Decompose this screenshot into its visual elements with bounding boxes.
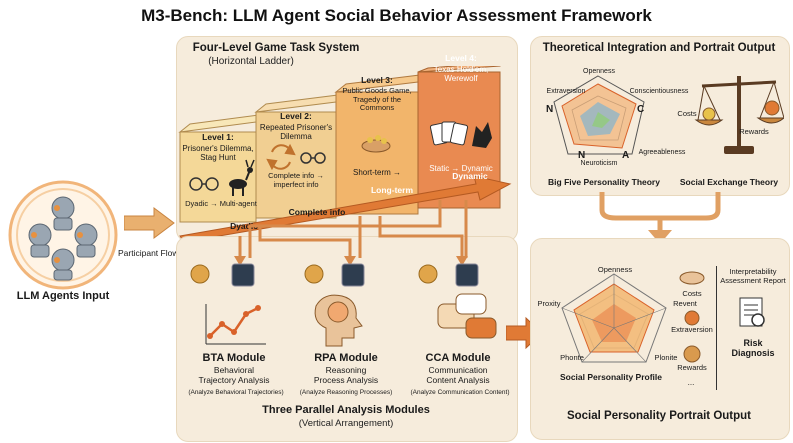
level-3-name: Public Goods Game, Tragedy of the Common… — [342, 86, 412, 113]
cards-icon — [429, 121, 469, 146]
page-title: M3-Bench: LLM Agent Social Behavior Asse… — [141, 6, 652, 25]
arrow-label-dynamic: Dynamic — [452, 171, 488, 181]
modules-subtitle: (Vertical Arrangement) — [298, 418, 394, 429]
side-extraversion: Extraversion — [671, 325, 713, 334]
profile-caption: Social Personality Profile — [559, 372, 663, 382]
report-title: Interpretability Assessment Report — [720, 267, 786, 285]
bta-module-note: (Analyze Behavioral Trajectories) — [188, 389, 284, 396]
brain-head-icon — [314, 294, 363, 347]
trait-agreeableness: Agreeableness — [638, 149, 686, 156]
participant-flow-arrow — [124, 207, 175, 239]
person-icon — [684, 310, 700, 326]
wolf-icon — [472, 122, 492, 148]
profile-axis-revent: Revent — [673, 299, 697, 308]
cca-module-desc: Communication Content Analysis — [426, 365, 490, 385]
arrow-label-complete-info: Complete info — [288, 207, 346, 217]
level-4-heading: Level 4: — [445, 53, 477, 63]
big-five-radar — [553, 75, 645, 155]
rpa-module-desc: Reasoning Process Analysis — [313, 365, 379, 385]
level-3-tag: Short-term → — [352, 168, 401, 177]
level-3-block — [334, 73, 430, 215]
participant-flow-label: Participant Flow — [118, 248, 179, 258]
letter-n-bottom: N — [578, 150, 586, 161]
theory-to-portrait-arrows — [599, 192, 721, 244]
document-icon — [739, 297, 765, 327]
game-system-title: Four-Level Game Task System — [192, 42, 360, 54]
level-1-block — [178, 113, 268, 223]
chip-icon — [231, 263, 479, 287]
letter-c: C — [637, 104, 645, 115]
theory-title: Theoretical Integration and Portrait Out… — [542, 42, 776, 54]
agents-input-label: LLM Agents Input — [16, 290, 110, 302]
arrow-label-long-term: Long-term — [370, 185, 414, 195]
rpa-module-name: RPA Module — [314, 352, 378, 364]
report-divider — [716, 266, 717, 390]
side-icons — [679, 271, 705, 363]
side-ellipsis: ... — [687, 378, 695, 387]
level-1-name: Prisoner's Dilemma, Stag Hunt — [182, 144, 254, 163]
portrait-title: Social Personality Portrait Output — [566, 410, 752, 422]
scale-icon — [694, 76, 784, 154]
agents-illustration — [8, 180, 118, 290]
bta-module-desc: Behavioral Trajectory Analysis — [198, 365, 270, 385]
module-illustrations — [190, 263, 497, 347]
trait-extraversion: Extraversion — [546, 88, 586, 95]
trajectory-chart-icon — [205, 304, 266, 345]
level-to-module-arrows — [234, 200, 468, 266]
robot-icon — [28, 196, 98, 281]
social-profile-radar — [561, 273, 667, 363]
chat-bubbles-icon — [437, 293, 497, 339]
gear-icon — [190, 264, 438, 284]
level-2-heading: Level 2: — [280, 111, 312, 121]
deer-icon — [229, 159, 255, 196]
exchange-rewards: Rewards — [739, 127, 769, 136]
hands-coins-icon — [361, 135, 391, 153]
bta-module-name: BTA Module — [202, 352, 266, 364]
risk-diagnosis: Risk Diagnosis — [731, 338, 775, 359]
money-bag-icon — [683, 345, 701, 363]
exchange-caption: Social Exchange Theory — [679, 177, 779, 187]
cycle-icon — [266, 143, 296, 171]
game-system-subtitle: (Horizontal Ladder) — [208, 56, 294, 67]
big-five-caption: Big Five Personality Theory — [548, 177, 660, 187]
handshake-icon — [679, 271, 705, 285]
level-2-tag: Complete info → imperfect info — [268, 171, 324, 189]
level-1-heading: Level 1: — [202, 132, 234, 142]
cca-module-note: (Analyze Communication Content) — [410, 389, 510, 396]
level-4-tag: Static → Dynamic — [429, 164, 493, 173]
level-2-name: Repeated Prisoner's Dilemma — [259, 123, 333, 142]
trait-neuroticism: Neuroticism — [580, 160, 618, 167]
level-4-name: Texas Hold'em, Werewolf — [433, 65, 489, 84]
exchange-costs: Costs — [677, 109, 697, 118]
profile-axis-proxity: Proxity — [537, 299, 561, 308]
profile-axis-plonite: Plonite — [654, 353, 678, 362]
handcuffs-icon — [189, 152, 326, 191]
trait-conscientiousness: Conscientiousness — [629, 88, 689, 95]
profile-axis-openness: Openness — [597, 265, 633, 274]
letter-a: A — [622, 150, 630, 161]
arrow-label-dyadic: Dyadic — [230, 221, 258, 231]
cca-module-name: CCA Module — [425, 352, 491, 364]
agents-input — [8, 180, 118, 290]
side-costs: Costs — [682, 289, 702, 298]
portrait-panel — [530, 238, 790, 440]
rpa-module-note: (Analyze Reasoning Processes) — [299, 389, 393, 396]
level-3-heading: Level 3: — [361, 75, 393, 85]
level-1-tag: Dyadic → Multi-agent — [185, 199, 257, 208]
modules-title: Three Parallel Analysis Modules — [262, 404, 430, 416]
letter-n-left: N — [546, 104, 554, 115]
trait-openness: Openness — [583, 68, 615, 75]
profile-axis-phonte: Phonte — [560, 353, 584, 362]
side-rewards: Rewards — [677, 363, 707, 372]
